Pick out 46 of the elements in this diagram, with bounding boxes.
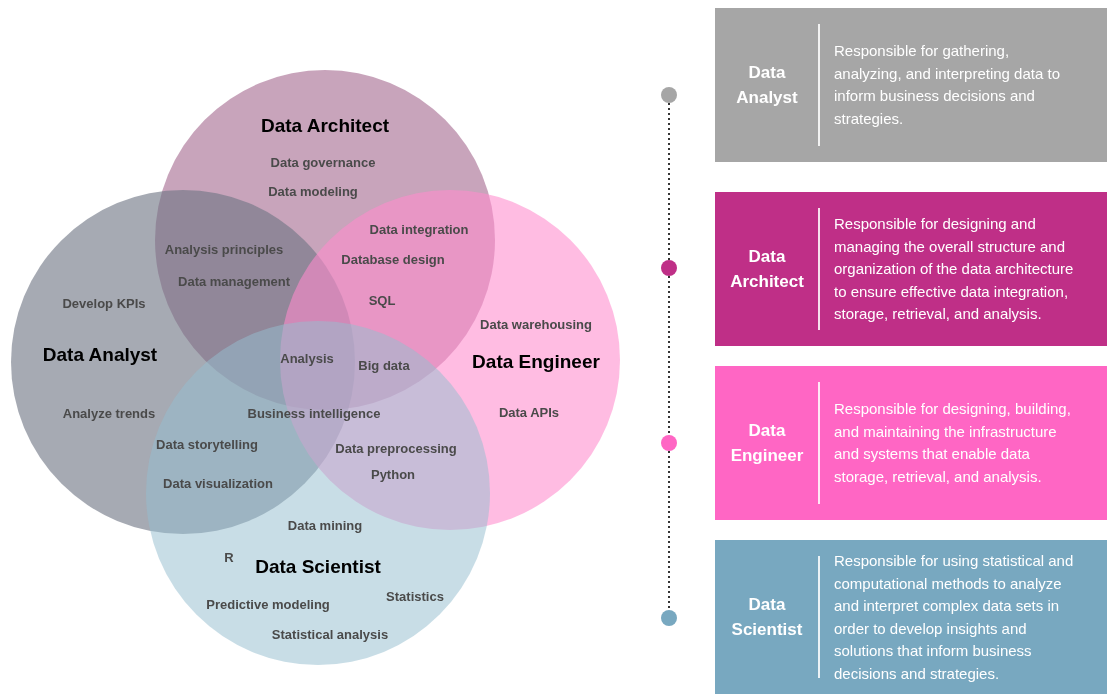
role-card xyxy=(715,8,1107,162)
skill-label: Big data xyxy=(358,357,410,373)
role-title: Data Architect xyxy=(729,246,805,293)
skill-label: Statistical analysis xyxy=(271,626,389,642)
skill-label: Business intelligence xyxy=(247,405,381,421)
dotted-connector xyxy=(668,450,670,611)
dotted-connector xyxy=(668,102,670,261)
skill-label: Data APIs xyxy=(498,404,560,420)
role-card xyxy=(715,366,1107,520)
skill-label: Predictive modeling xyxy=(206,596,330,612)
circle-title: Data Architect xyxy=(260,115,390,137)
skill-label: Data modeling xyxy=(268,183,358,199)
skill-label: SQL xyxy=(368,292,396,308)
skill-label: Data management xyxy=(178,273,290,289)
skill-label: Data integration xyxy=(369,221,469,237)
skill-label: R xyxy=(224,549,234,565)
skill-label: Analysis xyxy=(280,350,334,366)
skill-label: Python xyxy=(370,466,416,482)
role-title: Data Scientist xyxy=(730,594,804,641)
circle-title: Data Scientist xyxy=(255,556,381,578)
skill-label: Develop KPIs xyxy=(62,295,146,311)
skill-label: Statistics xyxy=(386,588,444,604)
timeline-dot xyxy=(661,260,677,276)
skill-label: Analysis principles xyxy=(164,241,284,257)
role-title: Data Engineer xyxy=(729,420,805,467)
role-description: Responsible for gathering, analyzing, and interpreting data to inform business decisions and strategies. xyxy=(834,41,1061,129)
timeline-dot xyxy=(661,435,677,451)
skill-label: Database design xyxy=(341,251,445,267)
skill-label: Data governance xyxy=(270,154,376,170)
skill-label: Data storytelling xyxy=(156,436,258,452)
role-card xyxy=(715,192,1107,346)
skill-label: Data preprocessing xyxy=(335,440,457,456)
role-card xyxy=(715,540,1107,694)
skill-label: Data visualization xyxy=(163,475,273,491)
timeline-dot xyxy=(661,610,677,626)
circle-title: Data Analyst xyxy=(42,344,158,366)
timeline-dot xyxy=(661,87,677,103)
dotted-connector xyxy=(668,275,670,436)
skill-label: Data warehousing xyxy=(480,316,592,332)
role-description: Responsible for using statistical and computational methods to analyze and interpret complex data sets in order to develop insights and solutions that inform business decisions and strategies. xyxy=(834,550,1075,684)
circle-title: Data Engineer xyxy=(472,351,600,373)
role-description: Responsible for designing, building, and maintaining the infrastructure and systems that enable data storage, retrieval, and analysis. xyxy=(834,399,1072,487)
role-description: Responsible for designing and managing the overall structure and organization of the data architecture to ensure effective data integration, storage, retrieval, and analysis. xyxy=(834,213,1075,324)
skill-label: Data mining xyxy=(287,517,363,533)
role-title: Data Analyst xyxy=(735,62,799,109)
skill-label: Analyze trends xyxy=(62,405,156,421)
